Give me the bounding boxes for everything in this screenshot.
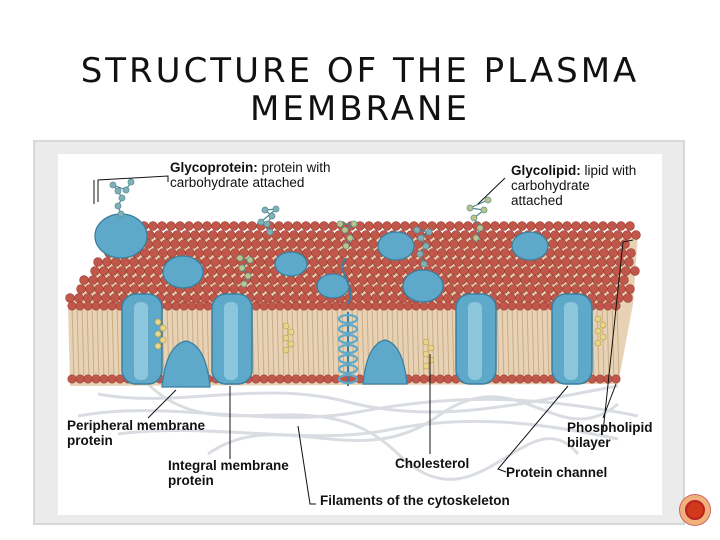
page-title: STRUCTURE OF THE PLASMA MEMBRANE: [0, 52, 720, 128]
integral-line-1: Integral membrane: [168, 458, 289, 473]
leader-line: [497, 385, 569, 473]
cholesterol-molecule: [154, 318, 162, 326]
protein-channel-label: Protein channel: [506, 465, 608, 480]
cholesterol-molecule: [287, 340, 295, 348]
membrane-diagram: [65, 175, 641, 505]
cholesterol-label: Cholesterol: [395, 456, 470, 471]
glycoprotein-def-2: carbohydrate attached: [170, 175, 305, 190]
cholesterol-molecule: [422, 362, 430, 370]
cholesterol-molecule: [282, 346, 290, 354]
integral-line-2: protein: [168, 473, 214, 488]
next-slide-button[interactable]: [680, 495, 710, 525]
glycolipid-def-3: attached: [511, 193, 563, 208]
glycolipid-def-2: carbohydrate: [511, 178, 590, 193]
cytoskeleton-filament: [117, 419, 619, 441]
cholesterol-molecule: [594, 339, 602, 347]
phospholipid-bilayer-label: Phospholipid bilayer: [567, 420, 653, 450]
title-line-2: MEMBRANE: [250, 89, 470, 129]
cholesterol-molecule: [159, 336, 167, 344]
surface-protein: [274, 251, 308, 277]
cholesterol-molecule: [599, 321, 607, 329]
cytoskeleton-filaments: [77, 382, 639, 481]
glycoprotein-def: protein with: [257, 160, 331, 175]
circle-button-icon: [685, 500, 705, 520]
leader-line: [602, 383, 617, 419]
leader-lines: [93, 175, 634, 505]
peripheral-line-1: Peripheral membrane: [67, 418, 206, 433]
surface-protein: [162, 255, 204, 289]
title-line-1: STRUCTURE OF THE PLASMA: [80, 51, 640, 91]
cholesterol-molecule: [422, 338, 430, 346]
glycolipid-term: Glycolipid:: [511, 163, 581, 178]
phospholipid-bilayer: [65, 178, 641, 388]
surface-protein: [94, 213, 148, 259]
peripheral-protein-label: Peripheral membrane protein: [67, 418, 205, 448]
glycoprotein-term: Glycoprotein:: [170, 160, 258, 175]
leader-line: [477, 177, 506, 205]
cholesterol-molecule: [287, 328, 295, 336]
membrane-figure: Glycoprotein: protein with carbohydrate …: [58, 154, 662, 515]
surface-protein: [316, 273, 350, 299]
cholesterol-molecule: [422, 350, 430, 358]
surface-protein: [402, 269, 444, 303]
cholesterol-molecule: [282, 334, 290, 342]
cholesterol-molecule: [282, 322, 290, 330]
leader-line: [602, 239, 634, 433]
surface-protein: [377, 231, 415, 261]
peripheral-protein: [362, 339, 408, 385]
cholesterol-molecule: [594, 315, 602, 323]
leader-line: [147, 389, 177, 419]
cytoskeleton-filament: [77, 397, 639, 419]
surface-protein: [511, 231, 549, 261]
cytoskeleton-filament: [146, 382, 580, 481]
leader-line: [297, 425, 316, 505]
peripheral-protein: [161, 340, 211, 388]
cytoskeleton-filament: [207, 395, 619, 456]
filaments-label: Filaments of the cytoskeleton: [320, 493, 510, 508]
cholesterol-molecule: [154, 342, 162, 350]
cholesterol-molecule: [159, 324, 167, 332]
integral-protein-label: Integral membrane protein: [168, 458, 289, 488]
phospholipid-line-1: Phospholipid: [567, 420, 653, 435]
glycolipid-label: Glycolipid: lipid with carbohydrate atta…: [511, 163, 636, 208]
glycoprotein-label: Glycoprotein: protein with carbohydrate …: [170, 160, 331, 190]
phospholipid-line-2: bilayer: [567, 435, 611, 450]
cholesterol-molecule: [427, 344, 435, 352]
cholesterol-molecule: [427, 356, 435, 364]
cholesterol-molecule: [594, 327, 602, 335]
cholesterol-molecule: [599, 333, 607, 341]
glycolipid-def: lipid with: [580, 163, 637, 178]
cholesterol-molecule: [154, 330, 162, 338]
peripheral-line-2: protein: [67, 433, 113, 448]
